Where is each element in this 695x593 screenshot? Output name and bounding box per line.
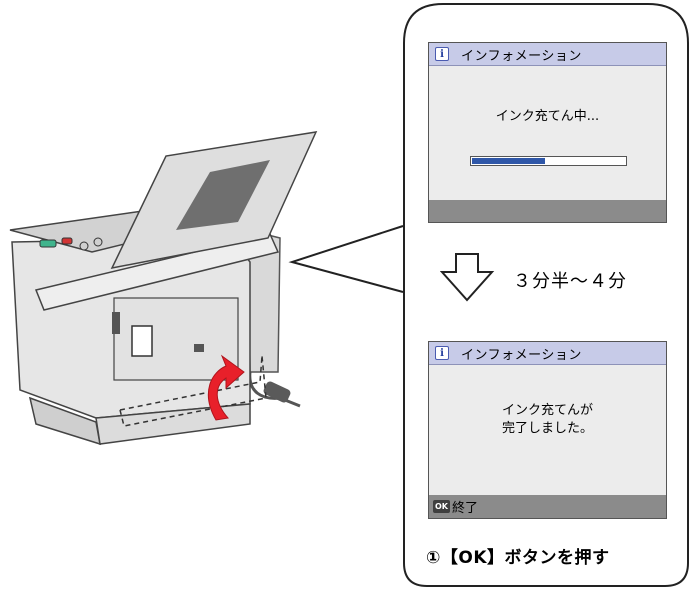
duration-label: ３分半〜４分 xyxy=(513,271,627,292)
red-arrow xyxy=(207,354,245,421)
power-cord-plug xyxy=(263,381,291,403)
port-slot xyxy=(112,312,120,334)
progress-bar xyxy=(470,156,627,166)
paper-support-window xyxy=(176,160,270,230)
info-icon: i xyxy=(435,346,449,360)
complete-message-line2: 完了しました。 xyxy=(501,421,593,436)
red-button xyxy=(61,237,73,245)
latch xyxy=(194,344,204,352)
printer-base-front xyxy=(95,403,251,445)
lcd-screen-filling: i インフォメーション インク充てん中... xyxy=(428,42,667,223)
ok-icon: OK xyxy=(433,500,450,513)
callout-pointer xyxy=(288,225,404,293)
green-button xyxy=(39,239,57,248)
screen-footer: OK 終了 xyxy=(429,495,666,518)
usb-port xyxy=(131,325,153,357)
screen-titlebar: i インフォメーション xyxy=(429,342,666,365)
lcd-screen-complete: i インフォメーション インク充てんが 完了しました。 OK 終了 xyxy=(428,341,667,519)
screen-title: インフォメーション xyxy=(461,48,582,64)
info-icon: i xyxy=(435,47,449,61)
filling-message: インク充てん中... xyxy=(495,109,600,124)
screen-title: インフォメーション xyxy=(461,347,582,363)
progress-fill xyxy=(472,158,545,164)
end-label: 終了 xyxy=(452,501,479,516)
screen-titlebar: i インフォメーション xyxy=(429,43,666,66)
panel-button xyxy=(79,241,89,251)
instruction-label: ①【OK】ボタンを押す xyxy=(426,548,610,568)
screen-footer xyxy=(429,200,666,222)
complete-message-line1: インク充てんが xyxy=(501,403,593,418)
panel-button xyxy=(93,237,103,247)
down-arrow-icon xyxy=(440,253,495,302)
complete-message: インク充てんが 完了しました。 xyxy=(429,402,666,438)
removed-cover-outline xyxy=(119,355,267,427)
